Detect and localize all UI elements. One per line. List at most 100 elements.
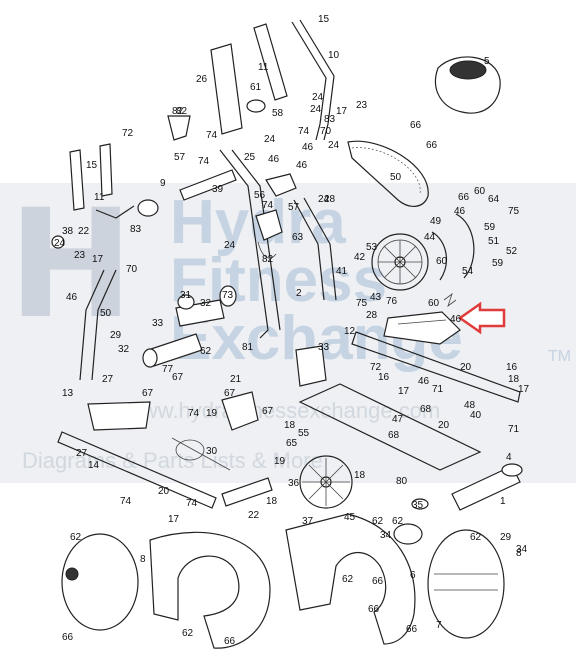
part-label: 6 [410, 570, 416, 581]
left-arm-73 [79, 269, 105, 381]
part-label: 76 [386, 296, 398, 307]
part-label: 32 [118, 344, 130, 355]
part-label: 60 [436, 256, 448, 267]
part-label: 22 [78, 226, 90, 237]
part-label: 22 [248, 510, 260, 521]
side-disc-8-left [61, 533, 139, 631]
part-label: 46 [66, 292, 78, 303]
part-label: 62 [70, 532, 82, 543]
bracket-81 [295, 345, 327, 387]
part-label: 42 [354, 252, 366, 263]
base-frame [298, 383, 482, 471]
endcap-34 [393, 523, 423, 545]
cable-55 [175, 439, 205, 461]
spring-76 [443, 292, 457, 308]
part-label: 17 [92, 254, 104, 265]
part-label: 74 [198, 156, 210, 167]
part-label: 34 [380, 530, 392, 541]
part-label: 70 [126, 264, 138, 275]
part-label: 12 [344, 326, 356, 337]
part-label: 32 [200, 298, 212, 309]
part-label: 46 [450, 314, 462, 325]
part-label: 74 [298, 126, 310, 137]
highlight-arrow [457, 301, 506, 335]
part-label: 82 [176, 106, 188, 117]
part-label: 74 [120, 496, 132, 507]
part-label: 60 [428, 298, 440, 309]
upright-tube-top [210, 43, 243, 135]
part-label: 67 [172, 372, 184, 383]
part-label: 27 [102, 374, 114, 385]
part-label: 18 [284, 420, 296, 431]
bearing-32 [177, 294, 195, 310]
part-label: 16 [506, 362, 518, 373]
part-label: 26 [196, 74, 208, 85]
part-label: 83 [130, 224, 142, 235]
part-label: 27 [76, 448, 88, 459]
pedal-12 [383, 311, 461, 345]
part-label: 20 [438, 420, 450, 431]
roller-31 [219, 285, 237, 307]
part-label: 66 [406, 624, 418, 635]
part-label: 68 [388, 430, 400, 441]
part-label: 29 [110, 330, 122, 341]
part-label: 83 [324, 114, 336, 125]
watermark-trademark: TM [548, 348, 572, 365]
rear-arm-72 [293, 199, 325, 301]
part-label: 53 [366, 242, 378, 253]
part-label: 48 [464, 400, 476, 411]
part-label: 20 [460, 362, 472, 373]
handle-grip-left-a [69, 149, 85, 211]
flywheel-41 [371, 233, 429, 291]
side-shroud-6 [149, 531, 271, 649]
part-label: 71 [508, 424, 520, 435]
part-label: 18 [354, 470, 366, 481]
part-label: 2 [296, 288, 302, 299]
part-label: 19 [274, 456, 286, 467]
side-disc-8-right [427, 529, 505, 639]
part-label: 77 [162, 364, 174, 375]
part-label: 15 [318, 14, 330, 25]
main-frame-upright [219, 149, 269, 339]
part-label: 63 [292, 232, 304, 243]
part-label: 17 [398, 386, 410, 397]
part-label: 65 [286, 438, 298, 449]
part-label: 62 [200, 346, 212, 357]
part-label: 31 [180, 290, 192, 301]
pedal-arm-16 [351, 331, 521, 403]
part-label: 55 [298, 428, 310, 439]
stabilizer-4 [451, 465, 521, 511]
part-label: 66 [62, 632, 74, 643]
part-label: 62 [372, 516, 384, 527]
part-label: 10 [328, 50, 340, 61]
part-label: 35 [412, 500, 424, 511]
pedal-arm-14 [57, 431, 217, 509]
part-label: 24 [318, 194, 330, 205]
part-label: 66 [224, 636, 236, 647]
part-label: 33 [318, 342, 330, 353]
part-label: 75 [508, 206, 520, 217]
upper-handlebar-right [291, 21, 327, 141]
pulley-37 [299, 455, 353, 509]
part-label: 24 [54, 238, 66, 249]
part-label: 39 [212, 184, 224, 195]
part-label: 49 [430, 216, 442, 227]
wire-63 [257, 241, 277, 259]
part-label: 28 [366, 310, 378, 321]
part-label: 17 [518, 384, 530, 395]
guard-13 [87, 401, 151, 431]
part-label: 68 [420, 404, 432, 415]
part-label: 23 [74, 250, 86, 261]
part-label: 82 [262, 254, 274, 265]
part-label: 44 [424, 232, 436, 243]
bracket-82-left [167, 115, 191, 141]
part-label: 50 [390, 172, 402, 183]
part-label: 66 [410, 120, 422, 131]
part-label: 17 [336, 106, 348, 117]
part-label: 18 [508, 374, 520, 385]
part-label: 56 [254, 190, 266, 201]
axle-36 [221, 477, 273, 507]
part-label: 66 [458, 192, 470, 203]
